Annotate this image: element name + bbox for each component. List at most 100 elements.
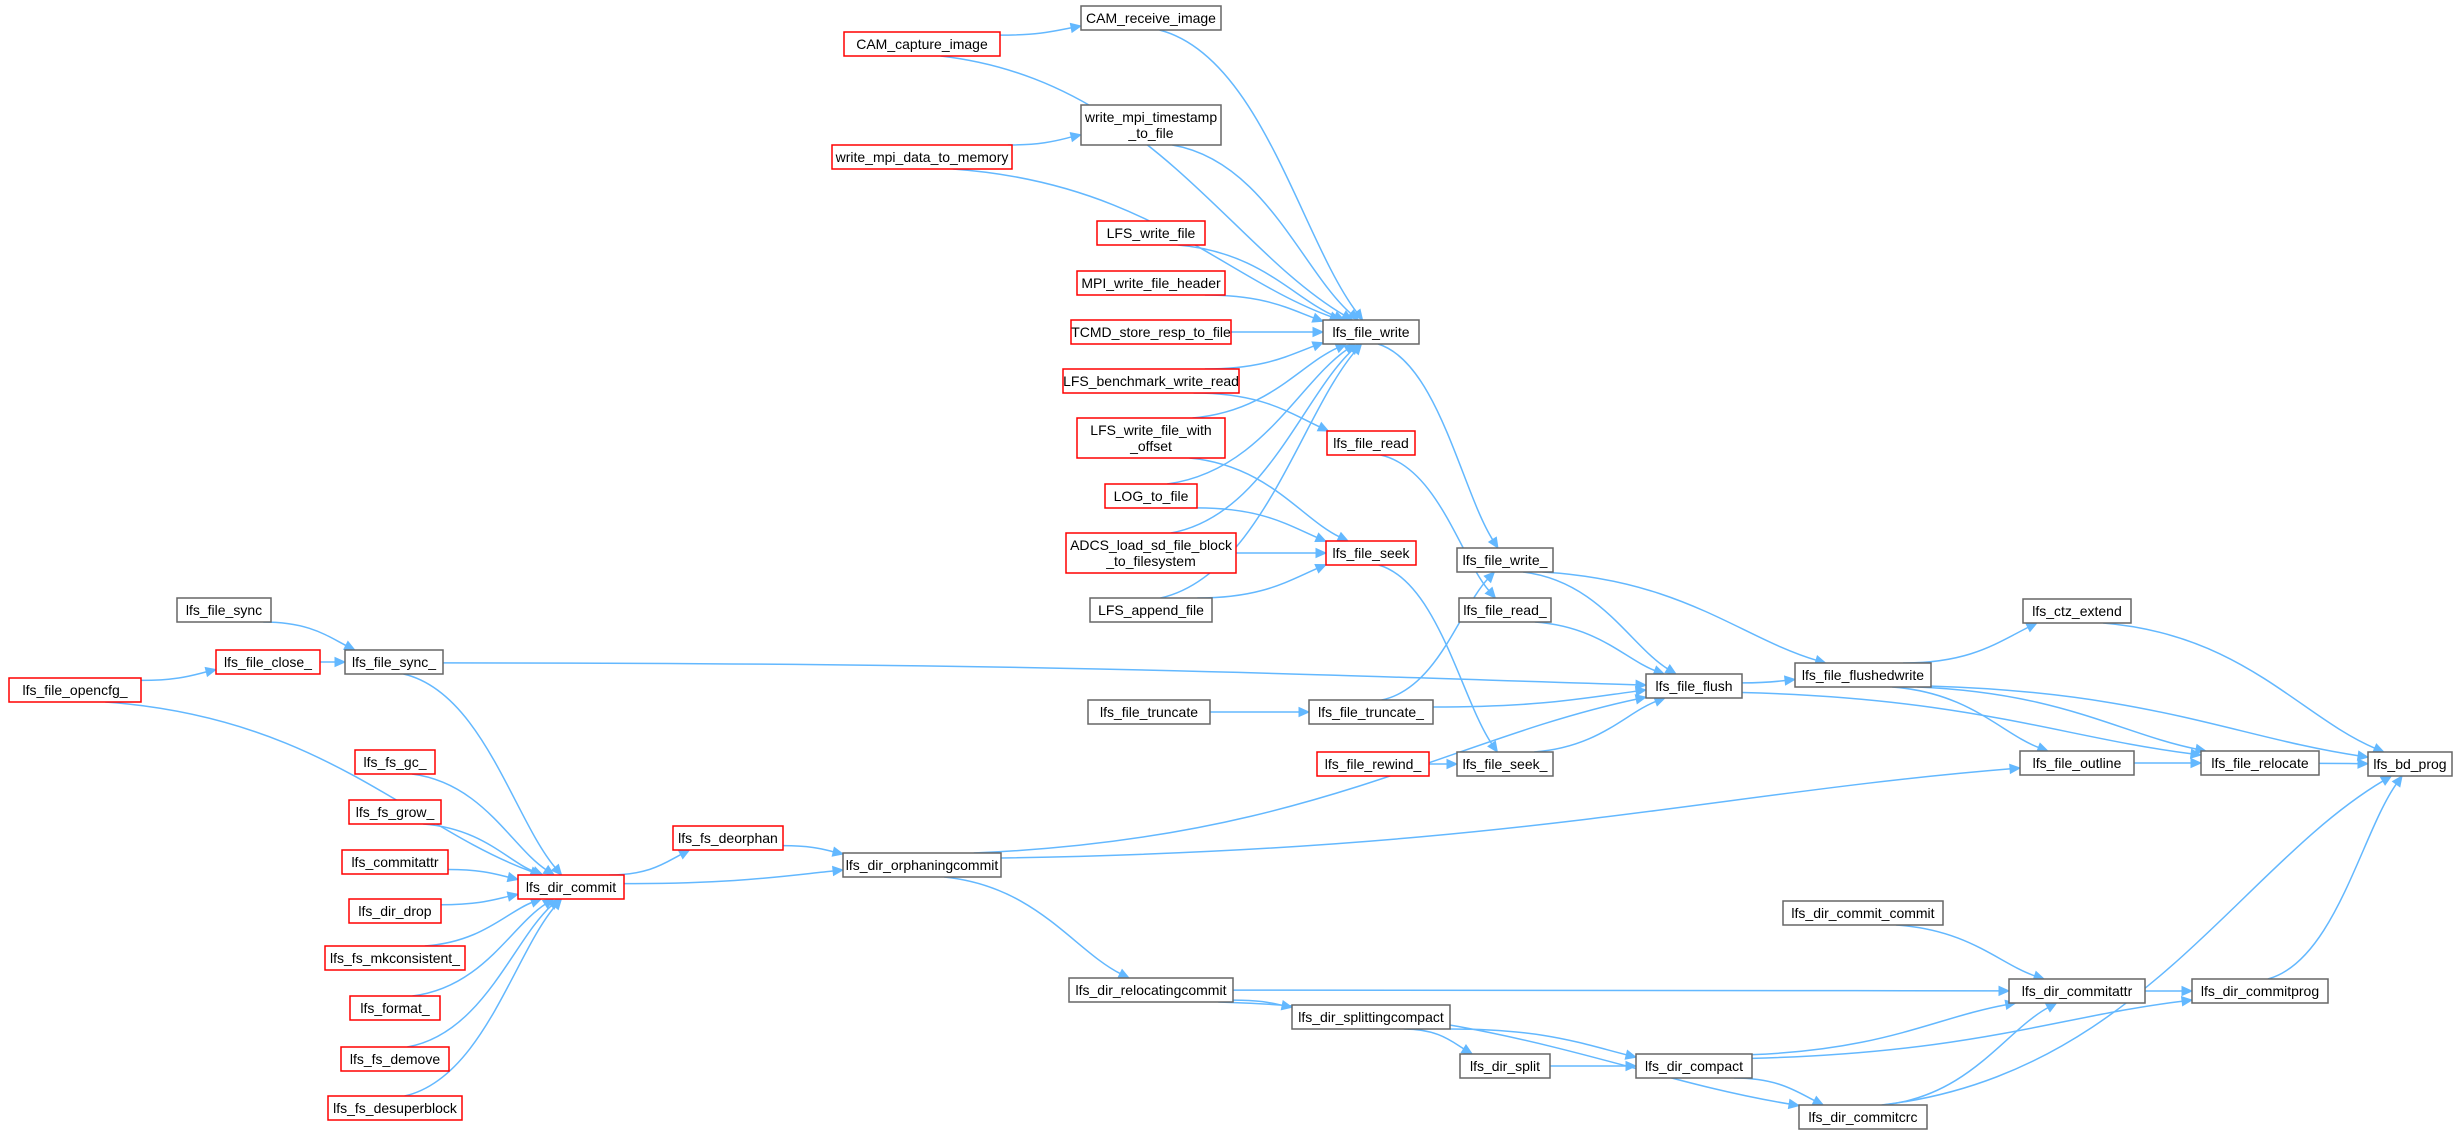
node-box	[1076, 270, 1226, 296]
node-lfs-file-flushedwrite[interactable]: lfs_file_flushedwrite	[1794, 662, 1932, 688]
edge-lfs-file-seek--to-lfs-file-flush	[1534, 696, 1667, 753]
edge-lfs-append-file-to-lfs-file-seek	[1197, 563, 1328, 599]
node-lfs-file-rewind-[interactable]: lfs_file_rewind_	[1316, 751, 1430, 777]
node-lfs-file-flush[interactable]: lfs_file_flush	[1645, 673, 1743, 699]
node-lfs-fs-grow-[interactable]: lfs_fs_grow_	[348, 799, 442, 825]
node-lfs-dir-orphaningcommit[interactable]: lfs_dir_orphaningcommit	[842, 852, 1002, 878]
node-mpi-write-file-header[interactable]: MPI_write_file_header	[1076, 270, 1226, 296]
node-cam-receive-image[interactable]: CAM_receive_image	[1080, 5, 1222, 31]
node-label: lfs_dir_relocatingcommit	[1076, 982, 1227, 998]
edge-lfs-dir-orphaningcommit-to-lfs-dir-relocatingcommit	[943, 876, 1131, 979]
edge-arrowhead	[1311, 312, 1325, 323]
node-lfs-file-close-[interactable]: lfs_file_close_	[215, 649, 321, 675]
edge-arrowhead	[334, 656, 347, 668]
edge-line	[1192, 346, 1339, 419]
node-lfs-file-sync-[interactable]: lfs_file_sync_	[344, 649, 444, 675]
edge-arrowhead	[1314, 563, 1328, 574]
edge-lfs-dir-splittingcompact-to-lfs-dir-compact	[1449, 1028, 1638, 1060]
edge-arrowhead	[1664, 664, 1678, 675]
node-lfs-fs-desuperblock[interactable]: lfs_fs_desuperblock	[327, 1095, 463, 1121]
node-write-mpi-timestamp[interactable]: write_mpi_timestamp_to_file	[1080, 104, 1222, 146]
node-lfs-fs-deorphan[interactable]: lfs_fs_deorphan	[672, 825, 784, 851]
node-cam-capture-image[interactable]: CAM_capture_image	[843, 31, 1001, 57]
node-label: write_mpi_data_to_memory	[835, 149, 1009, 165]
edge-line	[1403, 1028, 1465, 1050]
node-lfs-dir-commitcrc[interactable]: lfs_dir_commitcrc	[1798, 1104, 1928, 1130]
node-box	[1316, 751, 1430, 777]
node-lfs-file-read-[interactable]: lfs_file_read_	[1458, 597, 1552, 623]
node-log-to-file[interactable]: LOG_to_file	[1104, 483, 1198, 509]
node-label: CAM_capture_image	[856, 36, 988, 52]
edge-line	[403, 673, 557, 869]
edge-line	[1542, 571, 1818, 662]
node-box	[1456, 547, 1554, 573]
edge-line	[1881, 779, 2385, 1106]
node-lfs-file-relocate[interactable]: lfs_file_relocate	[2200, 750, 2320, 776]
node-lfs-file-sync[interactable]: lfs_file_sync	[176, 597, 272, 623]
edge-line	[1189, 457, 1341, 538]
node-lfs-dir-compact[interactable]: lfs_dir_compact	[1635, 1053, 1753, 1079]
node-lfs-file-outline[interactable]: lfs_file_outline	[2019, 750, 2135, 776]
node-label: lfs_file_relocate	[2211, 755, 2308, 771]
edge-line	[423, 823, 535, 873]
edge-arrowhead	[2181, 985, 2194, 997]
node-adcs-load[interactable]: ADCS_load_sd_file_block_to_filesystem	[1065, 532, 1237, 574]
node-label: lfs_file_close_	[224, 654, 312, 670]
edge-line	[1177, 244, 1337, 318]
node-lfs-write-file-upper[interactable]: LFS_write_file	[1096, 220, 1206, 246]
edge-arrowhead	[1634, 694, 1648, 705]
node-lfs-file-read[interactable]: lfs_file_read	[1326, 430, 1416, 456]
node-lfs-benchmark[interactable]: LFS_benchmark_write_read	[1062, 368, 1240, 394]
node-write-mpi-data[interactable]: write_mpi_data_to_memory	[831, 144, 1013, 170]
node-box	[8, 677, 142, 703]
edge-lfs-dir-commitprog-to-lfs-bd-prog	[2267, 775, 2403, 980]
node-tcmd-store-resp[interactable]: TCMD_store_resp_to_file	[1070, 319, 1232, 345]
node-box	[1458, 597, 1552, 623]
node-lfs-file-opencfg-[interactable]: lfs_file_opencfg_	[8, 677, 142, 703]
edge-arrowhead	[2189, 748, 2203, 759]
node-lfs-fs-mkconsistent-[interactable]: lfs_fs_mkconsistent_	[324, 945, 466, 971]
node-box	[2200, 750, 2320, 776]
node-lfs-dir-relocatingcommit[interactable]: lfs_dir_relocatingcommit	[1068, 977, 1234, 1003]
node-lfs-dir-commitattr[interactable]: lfs_dir_commitattr	[2008, 978, 2146, 1004]
node-lfs-format-[interactable]: lfs_format_	[349, 995, 441, 1021]
node-lfs-bd-prog[interactable]: lfs_bd_prog	[2367, 751, 2453, 777]
edge-arrowhead	[1998, 985, 2011, 997]
node-lfs-dir-split[interactable]: lfs_dir_split	[1459, 1053, 1551, 1079]
node-lfs-ctz-extend[interactable]: lfs_ctz_extend	[2022, 598, 2132, 624]
node-label: lfs_file_rewind_	[1325, 756, 1422, 772]
node-lfs-append-file[interactable]: LFS_append_file	[1089, 597, 1213, 623]
edge-lfs-dir-commitcrc-to-lfs-bd-prog	[1881, 775, 2393, 1106]
edge-arrowhead	[1350, 343, 1363, 356]
edge-line	[1166, 348, 1348, 485]
edge-adcs-load-to-lfs-file-seek	[1236, 547, 1328, 559]
edge-lfs-fs-grow--to-lfs-dir-commit	[423, 823, 544, 877]
node-lfs-fs-gc-[interactable]: lfs_fs_gc_	[354, 749, 436, 775]
node-lfs-dir-splittingcompact[interactable]: lfs_dir_splittingcompact	[1291, 1004, 1451, 1030]
node-lfs-file-seek-[interactable]: lfs_file_seek_	[1456, 751, 1554, 777]
edge-line	[1895, 924, 2036, 977]
node-label: lfs_dir_commit_commit	[1791, 905, 1934, 921]
edge-line	[1903, 626, 2030, 664]
edge-arrowhead	[1783, 675, 1797, 686]
node-lfs-file-write[interactable]: lfs_file_write	[1322, 319, 1420, 345]
node-lfs-file-truncate[interactable]: lfs_file_truncate	[1087, 699, 1211, 725]
node-lfs-dir-commit[interactable]: lfs_dir_commit	[517, 874, 625, 900]
node-lfs-file-seek[interactable]: lfs_file_seek	[1325, 540, 1417, 566]
node-lfs-fs-demove[interactable]: lfs_fs_demove	[340, 1046, 450, 1072]
edge-line	[407, 904, 553, 1048]
node-box	[2019, 750, 2135, 776]
node-lfs-write-file-offset[interactable]: LFS_write_file_with_offset	[1076, 417, 1226, 459]
node-lfs-dir-commit-commit[interactable]: lfs_dir_commit_commit	[1782, 900, 1944, 926]
edge-line	[1892, 686, 2040, 749]
node-label: lfs_ctz_extend	[2032, 603, 2122, 619]
node-lfs-commitattr[interactable]: lfs_commitattr	[341, 849, 449, 875]
node-lfs-file-write-[interactable]: lfs_file_write_	[1456, 547, 1554, 573]
node-lfs-dir-commitprog[interactable]: lfs_dir_commitprog	[2191, 978, 2329, 1004]
node-lfs-dir-drop[interactable]: lfs_dir_drop	[348, 898, 442, 924]
edge-arrowhead	[1312, 326, 1325, 338]
edge-arrowhead	[1336, 531, 1350, 542]
edge-lfs-file-flush-to-lfs-file-relocate	[1741, 691, 2203, 759]
node-lfs-file-truncate-[interactable]: lfs_file_truncate_	[1308, 699, 1434, 725]
node-box	[1308, 699, 1434, 725]
